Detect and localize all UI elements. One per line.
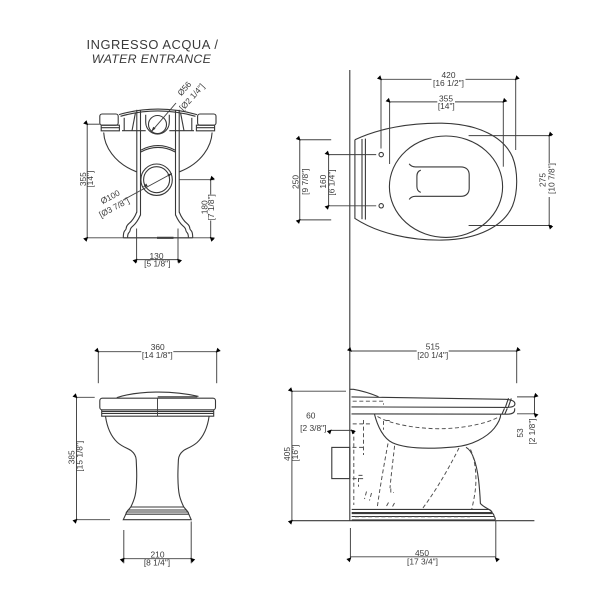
svg-text:[10 7/8"]: [10 7/8"] — [547, 163, 557, 194]
svg-text:WATER ENTRANCE: WATER ENTRANCE — [92, 52, 212, 66]
svg-text:53: 53 — [515, 428, 525, 438]
svg-text:[14"]: [14"] — [85, 171, 95, 188]
svg-text:405: 405 — [282, 447, 292, 461]
svg-text:[16 1/2"]: [16 1/2"] — [433, 78, 464, 88]
svg-text:450: 450 — [415, 548, 429, 558]
svg-text:160: 160 — [318, 174, 328, 188]
svg-text:[2 1/8"]: [2 1/8"] — [527, 418, 537, 444]
svg-text:355: 355 — [439, 93, 453, 103]
svg-text:250: 250 — [290, 175, 300, 189]
svg-text:[17 3/4"]: [17 3/4"] — [407, 557, 438, 567]
svg-text:130: 130 — [150, 251, 164, 261]
svg-text:INGRESSO ACQUA /: INGRESSO ACQUA / — [86, 37, 218, 52]
svg-text:210: 210 — [151, 550, 165, 560]
svg-text:[20 1/4"]: [20 1/4"] — [417, 350, 448, 360]
svg-text:60: 60 — [306, 410, 316, 420]
svg-text:180: 180 — [199, 200, 209, 214]
svg-text:[6 1/4"]: [6 1/4"] — [327, 169, 337, 195]
svg-text:[14 1/8"]: [14 1/8"] — [142, 350, 173, 360]
svg-text:360: 360 — [151, 342, 165, 352]
svg-text:[7 1/8"]: [7 1/8"] — [206, 194, 216, 220]
svg-text:[15 1/8"]: [15 1/8"] — [74, 441, 84, 472]
svg-text:515: 515 — [426, 342, 440, 352]
svg-text:[5 1/8"]: [5 1/8"] — [144, 258, 170, 268]
svg-text:[16"]: [16"] — [290, 445, 300, 462]
svg-text:[8 1/4"]: [8 1/4"] — [144, 558, 170, 568]
svg-text:420: 420 — [442, 70, 456, 80]
svg-text:385: 385 — [67, 450, 77, 464]
svg-text:[9 7/8"]: [9 7/8"] — [300, 169, 310, 195]
svg-text:[14"]: [14"] — [438, 101, 455, 111]
svg-text:[2 3/8"]: [2 3/8"] — [300, 423, 326, 433]
svg-text:355: 355 — [78, 172, 88, 186]
svg-text:275: 275 — [538, 173, 548, 187]
